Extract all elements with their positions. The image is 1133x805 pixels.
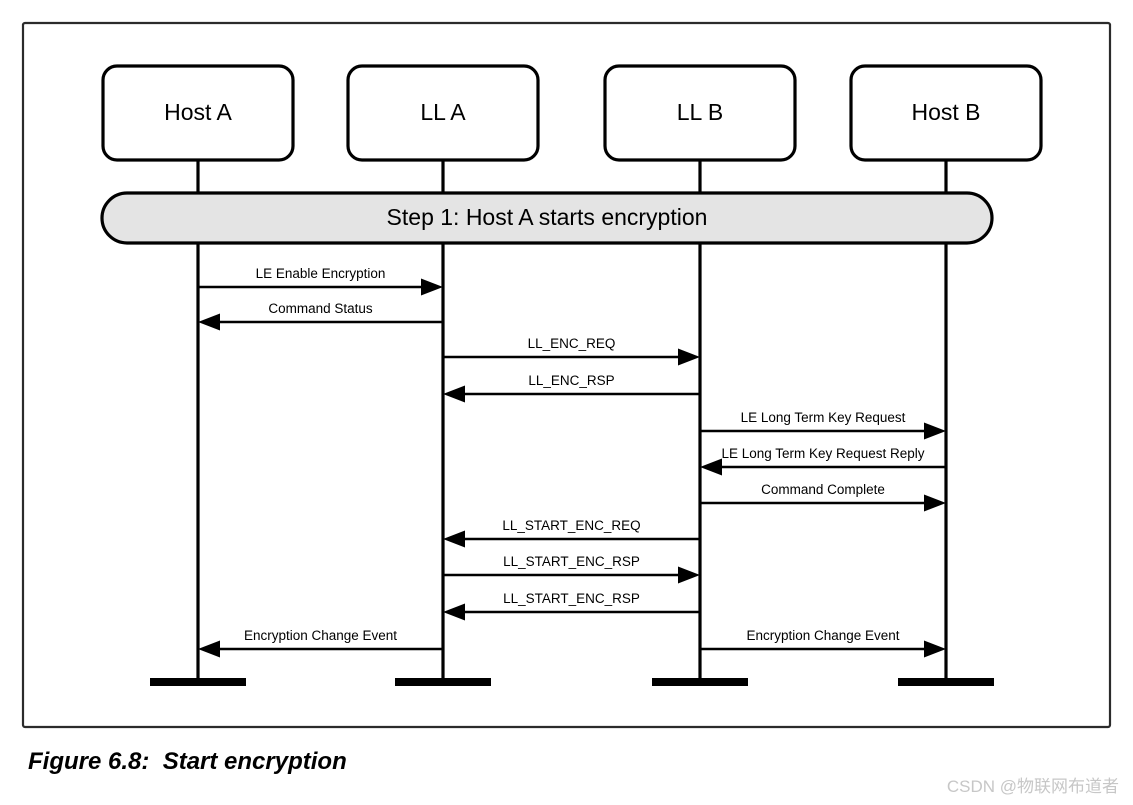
watermark: CSDN @物联网布道者 bbox=[946, 777, 1119, 796]
actor-label-ll-a: LL A bbox=[420, 99, 466, 125]
arrowhead-icon bbox=[924, 422, 946, 440]
step-banner-label: Step 1: Host A starts encryption bbox=[387, 204, 708, 230]
message-label: LL_ENC_REQ bbox=[528, 336, 616, 351]
message-arrow: LE Long Term Key Request Reply bbox=[700, 446, 946, 476]
actor-box-host-a[interactable]: Host A bbox=[101, 64, 295, 162]
lifeline-ll-b bbox=[652, 160, 748, 686]
actor-label-host-a: Host A bbox=[164, 99, 232, 125]
message-arrow: LE Long Term Key Request bbox=[700, 410, 946, 440]
message-label: LL_START_ENC_RSP bbox=[503, 591, 640, 606]
message-arrow: Command Complete bbox=[700, 482, 946, 512]
arrowhead-icon bbox=[678, 348, 700, 366]
arrowhead-icon bbox=[924, 494, 946, 512]
message-label: LE Long Term Key Request Reply bbox=[721, 446, 924, 461]
message-arrow: LL_ENC_RSP bbox=[443, 373, 700, 403]
message-arrow: LL_ENC_REQ bbox=[443, 336, 700, 366]
arrowhead-icon bbox=[198, 313, 220, 331]
arrowhead-icon bbox=[198, 640, 220, 658]
arrowhead-icon bbox=[924, 640, 946, 658]
step-banner: Step 1: Host A starts encryption bbox=[100, 191, 994, 245]
message-label: LL_START_ENC_RSP bbox=[503, 554, 640, 569]
actor-boxes-layer: Host A LL A LL B Host B bbox=[101, 64, 1043, 162]
actor-box-ll-b[interactable]: LL B bbox=[603, 64, 797, 162]
message-label: Encryption Change Event bbox=[746, 628, 899, 643]
arrowhead-icon bbox=[678, 566, 700, 584]
message-arrow: LL_START_ENC_RSP bbox=[443, 554, 700, 584]
message-label: LL_ENC_RSP bbox=[528, 373, 614, 388]
actor-label-ll-b: LL B bbox=[677, 99, 723, 125]
message-arrow: Encryption Change Event bbox=[700, 628, 946, 658]
message-label: Command Complete bbox=[761, 482, 885, 497]
figure-caption: Figure 6.8: Start encryption bbox=[28, 748, 347, 775]
actor-label-host-b: Host B bbox=[911, 99, 980, 125]
message-label: LE Long Term Key Request bbox=[741, 410, 906, 425]
message-arrow: LL_START_ENC_RSP bbox=[443, 591, 700, 621]
arrowhead-icon bbox=[700, 458, 722, 476]
message-label: LL_START_ENC_REQ bbox=[502, 518, 640, 533]
lifelines-layer bbox=[150, 160, 994, 686]
lifeline-ll-a bbox=[395, 160, 491, 686]
message-arrow: Encryption Change Event bbox=[198, 628, 443, 658]
actor-box-ll-a[interactable]: LL A bbox=[346, 64, 540, 162]
arrowhead-icon bbox=[443, 385, 465, 403]
message-arrow: Command Status bbox=[198, 301, 443, 331]
message-label: Encryption Change Event bbox=[244, 628, 397, 643]
arrowhead-icon bbox=[443, 530, 465, 548]
message-arrow: LE Enable Encryption bbox=[198, 266, 443, 296]
arrowhead-icon bbox=[421, 278, 443, 296]
message-label: Command Status bbox=[268, 301, 373, 316]
arrowhead-icon bbox=[443, 603, 465, 621]
message-label: LE Enable Encryption bbox=[256, 266, 386, 281]
message-arrow: LL_START_ENC_REQ bbox=[443, 518, 700, 548]
lifeline-host-b bbox=[898, 160, 994, 686]
lifeline-host-a bbox=[150, 160, 246, 686]
step-banner-layer: Step 1: Host A starts encryption bbox=[100, 191, 994, 245]
actor-box-host-b[interactable]: Host B bbox=[849, 64, 1043, 162]
